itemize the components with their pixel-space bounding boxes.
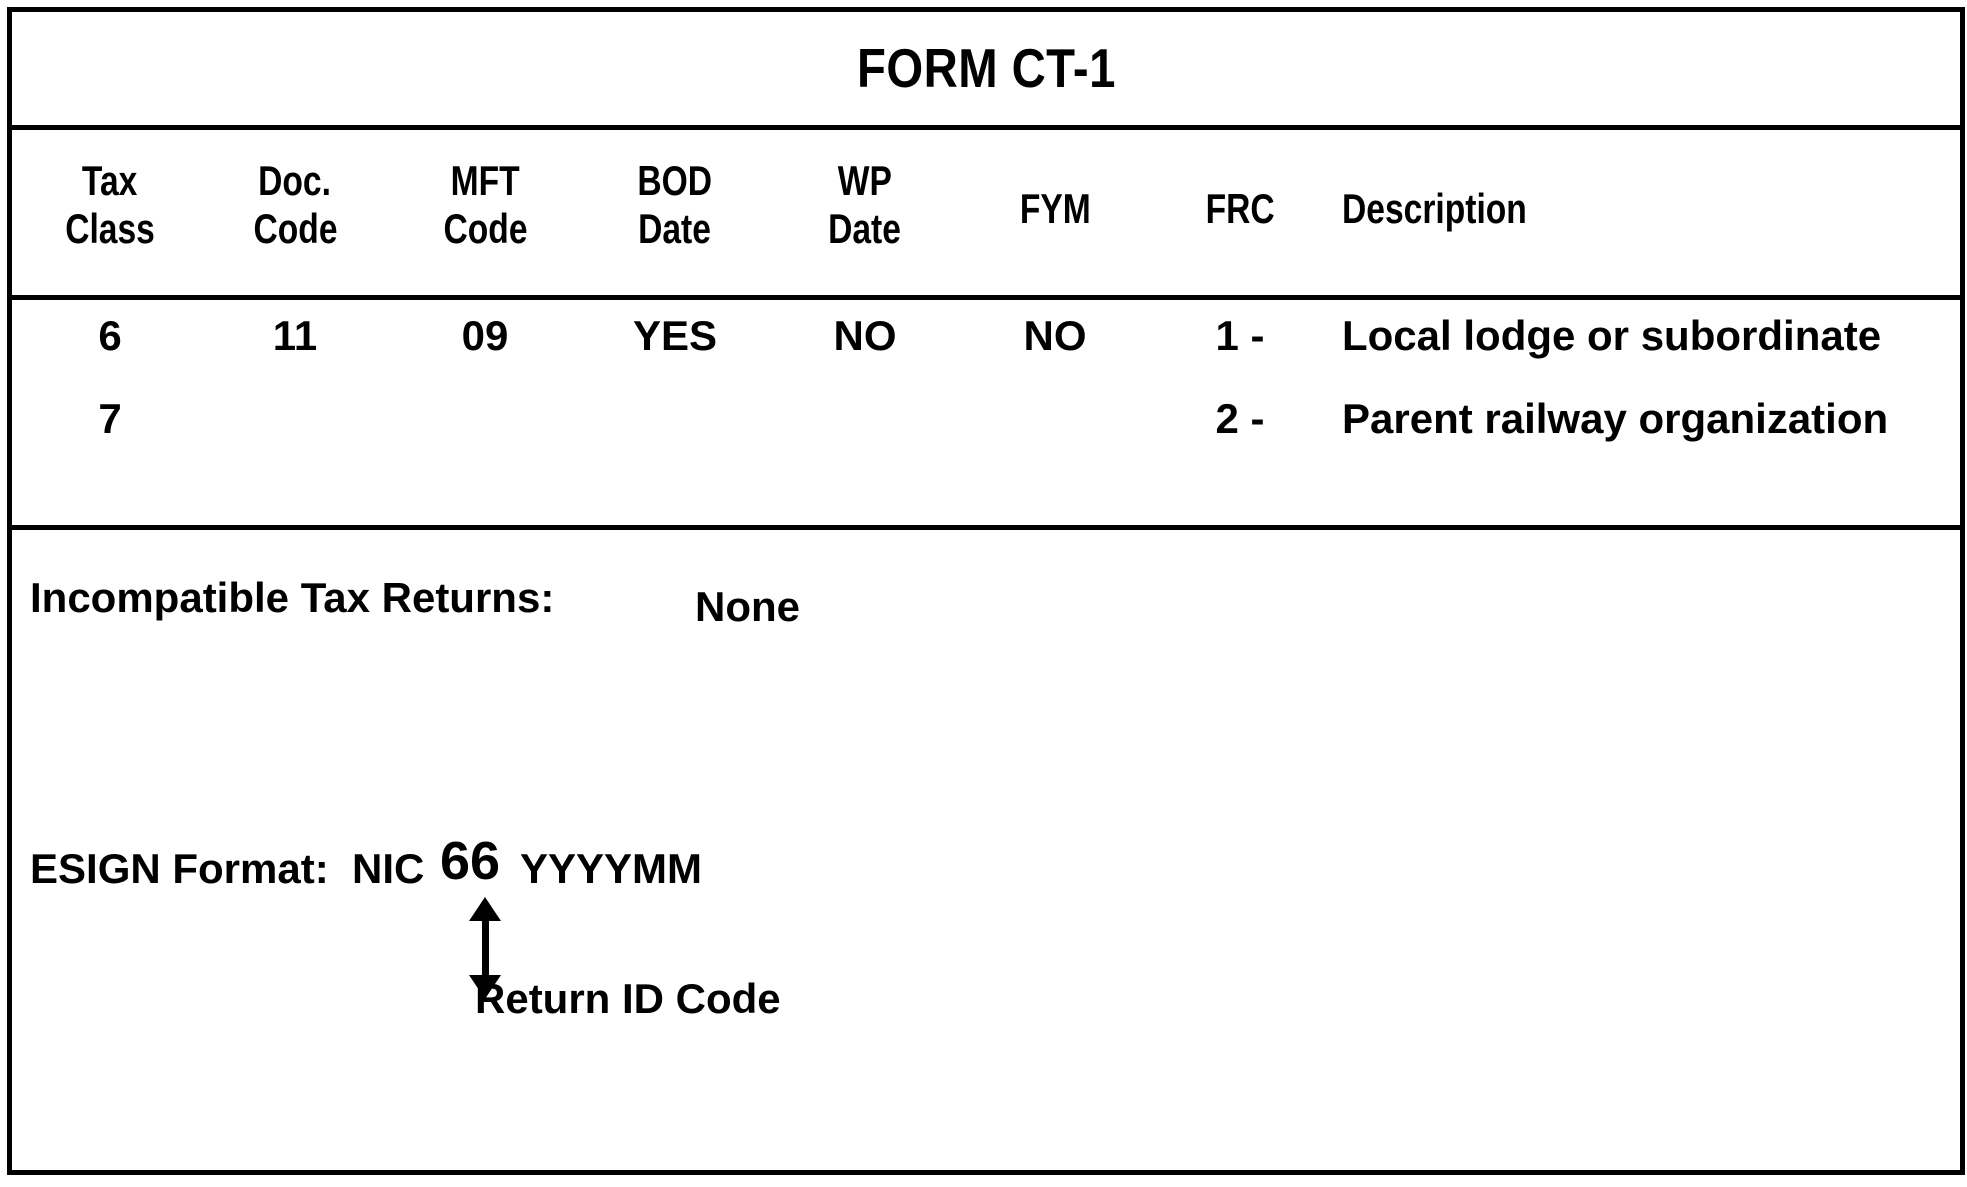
esign-return-id-code: 66 <box>440 831 501 891</box>
incompatible-returns-label: Incompatible Tax Returns: <box>30 574 555 621</box>
cell-mft-code: 09 <box>387 312 583 360</box>
cell-tax-class-value: 7 <box>98 395 122 442</box>
column-header-wp-date: WP Date <box>767 157 963 253</box>
esign-prefix: NIC <box>352 845 425 892</box>
cell-tax-class: 7 <box>12 395 208 443</box>
table-header-row: Tax Class Doc. Code MFT Code BOD Date WP… <box>12 130 1960 295</box>
cell-frc: 1 - <box>1142 312 1338 360</box>
column-header-doc-code-line2: Code <box>253 205 337 252</box>
cell-doc-code: 11 <box>197 312 393 360</box>
cell-bod-date-value: YES <box>632 312 718 359</box>
esign-suffix: YYYYMM <box>520 845 703 892</box>
column-header-doc-code: Doc. Code <box>197 157 393 253</box>
cell-fym-value: NO <box>1023 312 1087 359</box>
return-id-code-annotation: Return ID Code <box>475 975 781 1022</box>
double-arrow-icon <box>469 897 501 999</box>
cell-mft-code-value: 09 <box>461 312 509 359</box>
divider-under-header <box>12 295 1960 300</box>
cell-tax-class: 6 <box>12 312 208 360</box>
cell-doc-code <box>197 395 393 443</box>
cell-bod-date: YES <box>577 312 773 360</box>
column-header-wp-date-line2: Date <box>828 205 902 252</box>
incompatible-returns-value: None <box>695 583 800 630</box>
column-header-mft-code-line2: Code <box>443 205 527 252</box>
column-header-mft-code: MFT Code <box>387 157 583 253</box>
page-title: FORM CT-1 <box>856 37 1116 99</box>
cell-mft-code <box>387 395 583 443</box>
divider-under-title <box>12 125 1960 130</box>
table-row: 6 11 09 YES NO NO 1 - Local lodge or sub… <box>12 312 1960 374</box>
column-header-doc-code-line1: Doc. <box>258 157 332 204</box>
cell-description-value: Local lodge or subordinate <box>1342 312 1882 359</box>
cell-frc: 2 - <box>1142 395 1338 443</box>
table-body: 6 11 09 YES NO NO 1 - Local lodge or sub… <box>12 300 1960 525</box>
cell-doc-code-value: 11 <box>272 312 318 359</box>
cell-fym <box>957 395 1153 443</box>
cell-wp-date-value: NO <box>833 312 897 359</box>
document-frame: FORM CT-1 Tax Class Doc. Code MFT Code B… <box>7 7 1965 1175</box>
notes-section: Incompatible Tax Returns: None ESIGN For… <box>12 530 1960 1170</box>
column-header-fym: FYM <box>957 185 1153 233</box>
cell-wp-date: NO <box>767 312 963 360</box>
cell-tax-class-value: 6 <box>98 312 122 359</box>
cell-frc-value: 2 - <box>1215 395 1265 442</box>
column-header-description-label: Description <box>1342 185 1527 232</box>
column-header-description: Description <box>1342 185 1762 233</box>
column-header-bod-date-line2: Date <box>638 205 712 252</box>
arrow-head-down-icon <box>469 975 501 999</box>
title-band: FORM CT-1 <box>12 12 1960 125</box>
column-header-tax-class: Tax Class <box>12 157 208 253</box>
cell-wp-date <box>767 395 963 443</box>
column-header-fym-label: FYM <box>1019 185 1091 232</box>
cell-fym: NO <box>957 312 1153 360</box>
column-header-tax-class-line2: Class <box>65 205 155 252</box>
column-header-mft-code-line1: MFT <box>450 157 520 204</box>
column-header-wp-date-line1: WP <box>837 157 893 204</box>
cell-bod-date <box>577 395 773 443</box>
column-header-frc-label: FRC <box>1205 185 1275 232</box>
arrow-shaft <box>482 917 489 979</box>
cell-description-value: Parent railway organization <box>1342 395 1889 442</box>
table-row: 7 2 - Parent railway organization <box>12 395 1960 457</box>
cell-description: Parent railway organization <box>1342 395 1967 443</box>
column-header-frc: FRC <box>1142 185 1338 233</box>
esign-format-label: ESIGN Format: <box>30 845 329 892</box>
column-header-tax-class-line1: Tax <box>82 157 138 204</box>
cell-description: Local lodge or subordinate <box>1342 312 1967 360</box>
column-header-bod-date-line1: BOD <box>637 157 713 204</box>
column-header-bod-date: BOD Date <box>577 157 773 253</box>
cell-frc-value: 1 - <box>1215 312 1265 359</box>
divider-above-notes <box>12 525 1960 530</box>
